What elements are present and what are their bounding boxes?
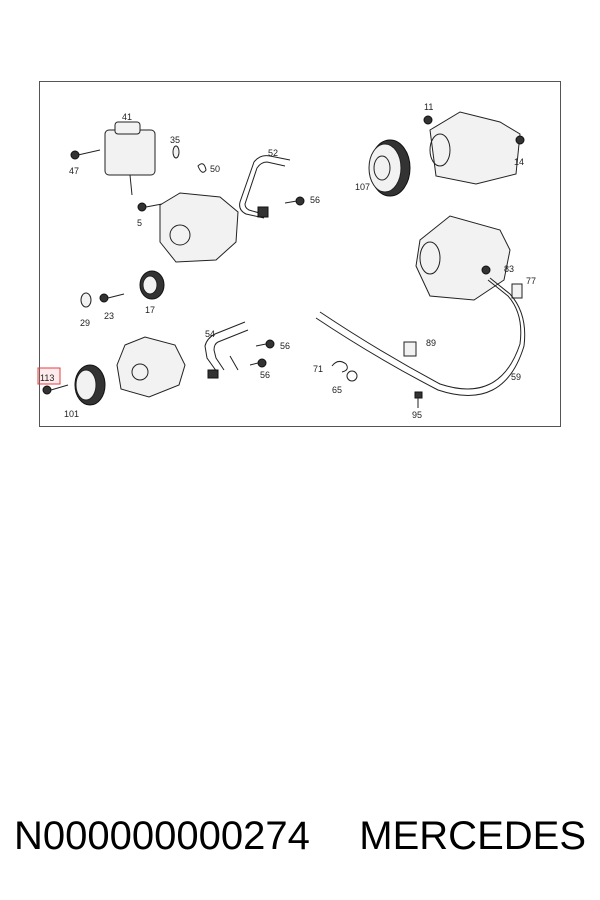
part-label-95[interactable]: 95 xyxy=(412,410,422,420)
pump-lower-part[interactable] xyxy=(116,336,186,398)
washer-part[interactable] xyxy=(80,292,92,308)
part-label-54[interactable]: 54 xyxy=(205,329,215,339)
part-label-11[interactable]: 11 xyxy=(424,102,433,112)
pulley-part[interactable] xyxy=(74,364,106,406)
part-label-23[interactable]: 23 xyxy=(104,311,114,321)
bolt-part[interactable] xyxy=(99,293,125,303)
bolt-part[interactable] xyxy=(414,391,423,408)
part-label-52[interactable]: 52 xyxy=(268,148,278,158)
part-label-56[interactable]: 56 xyxy=(280,341,290,351)
part-label-56[interactable]: 56 xyxy=(260,370,270,380)
pump-right-part[interactable] xyxy=(423,111,525,185)
part-label-71[interactable]: 71 xyxy=(313,364,323,374)
bolt-part[interactable] xyxy=(284,196,305,206)
clip-part[interactable] xyxy=(331,360,348,373)
part-label-17[interactable]: 17 xyxy=(145,305,155,315)
part-label-65[interactable]: 65 xyxy=(332,385,342,395)
pulley-part[interactable] xyxy=(368,139,411,197)
fitting-part[interactable] xyxy=(403,341,417,357)
bolt-part[interactable] xyxy=(249,358,267,368)
brand-name: MERCEDES xyxy=(359,813,586,858)
bolt-part[interactable] xyxy=(70,149,101,160)
part-label-41[interactable]: 41 xyxy=(122,112,132,122)
bolt-part[interactable] xyxy=(137,202,163,212)
ring-part[interactable] xyxy=(172,145,180,159)
highlight-box xyxy=(37,367,61,385)
pump-upper-part[interactable] xyxy=(159,192,239,263)
hose-part[interactable] xyxy=(315,277,526,396)
part-label-59[interactable]: 59 xyxy=(511,372,521,382)
part-label-5[interactable]: 5 xyxy=(137,218,142,228)
bracket-part[interactable] xyxy=(239,155,291,219)
footer: N000000000274 MERCEDES xyxy=(0,806,600,866)
part-label-101[interactable]: 101 xyxy=(64,409,79,419)
part-label-77[interactable]: 77 xyxy=(526,276,536,286)
clip-part[interactable] xyxy=(197,163,207,173)
bolt-part[interactable] xyxy=(255,339,275,349)
part-label-50[interactable]: 50 xyxy=(210,164,220,174)
part-label-14[interactable]: 14 xyxy=(514,157,524,167)
part-label-56[interactable]: 56 xyxy=(310,195,320,205)
bolt-part[interactable] xyxy=(42,384,69,395)
part-number: N000000000274 xyxy=(14,813,310,858)
part-label-107[interactable]: 107 xyxy=(355,182,370,192)
pump-main-part[interactable] xyxy=(415,215,523,301)
bracket-part[interactable] xyxy=(204,321,249,379)
part-label-83[interactable]: 83 xyxy=(504,264,514,274)
part-label-113[interactable]: 113 xyxy=(40,373,54,383)
pulley-small-part[interactable] xyxy=(139,270,165,300)
part-label-29[interactable]: 29 xyxy=(80,318,90,328)
ring-part[interactable] xyxy=(346,370,358,382)
part-label-89[interactable]: 89 xyxy=(426,338,436,348)
part-label-47[interactable]: 47 xyxy=(69,166,79,176)
reservoir-part[interactable] xyxy=(104,121,156,196)
part-label-35[interactable]: 35 xyxy=(170,135,180,145)
